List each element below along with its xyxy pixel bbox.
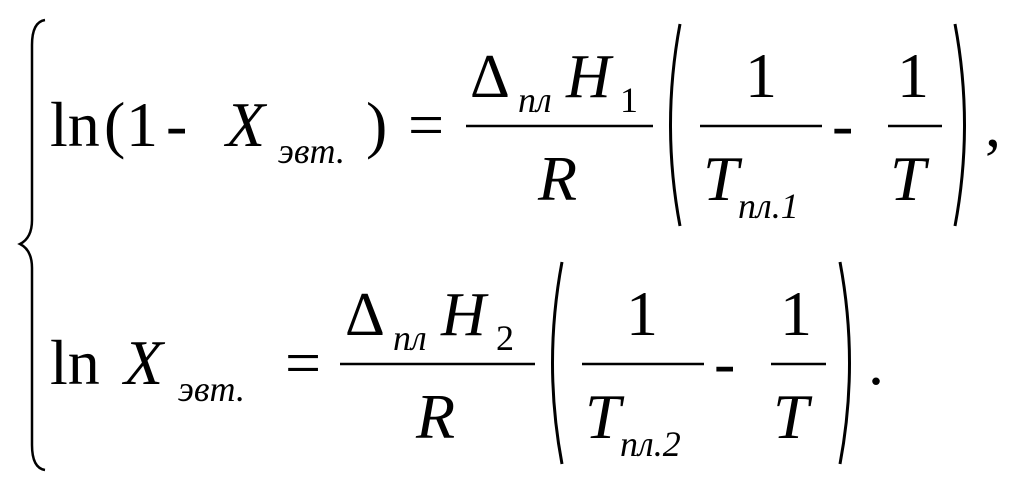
x-sub-1: эвт. [278, 131, 345, 171]
one-1: 1 [126, 89, 158, 160]
equation-line-1: ln ( 1 - X эвт. ) = Δ пл H 1 R 1 T пл.1 … [50, 23, 1001, 227]
r-var-2: R [415, 381, 455, 452]
frac2-num-2: 1 [780, 278, 812, 349]
left-brace [17, 18, 46, 472]
equals-2: = [285, 327, 321, 398]
open-paren-1: ( [104, 89, 125, 160]
delta-sub-1: пл [518, 80, 552, 120]
h-var-2: H [440, 281, 489, 349]
r-var-1: R [537, 143, 577, 214]
h-sub-1: 1 [620, 80, 638, 120]
t-sub-1: пл.1 [738, 186, 799, 226]
big-right-paren-2 [838, 261, 851, 465]
x-var-1: X [223, 89, 268, 160]
x-sub-2: эвт. [178, 369, 245, 409]
period-2: . [868, 327, 884, 398]
big-left-paren-2 [551, 261, 564, 465]
equation-line-2: ln X эвт. = Δ пл H 2 R 1 T пл.2 - 1 T . [50, 261, 884, 465]
x-var-2: X [121, 327, 166, 398]
h-var-1: H [565, 43, 614, 111]
delta-sub-2: пл [393, 318, 427, 358]
minus-2: - [832, 89, 853, 160]
ln-1: ln [50, 89, 100, 160]
big-left-paren-1 [669, 23, 682, 227]
h-sub-2: 2 [496, 318, 514, 358]
frac2-num-1: 1 [897, 40, 929, 111]
frac1-num-1: 1 [745, 40, 777, 111]
t-var-1: T [703, 143, 743, 214]
ln-2: ln [50, 327, 100, 398]
delta-2: Δ [345, 281, 385, 349]
minus-3: - [714, 327, 735, 398]
comma-1: , [985, 89, 1001, 160]
t-var-2: T [585, 381, 625, 452]
frac1-num-2: 1 [626, 278, 658, 349]
minus-1: - [166, 89, 187, 160]
t-sub-2: пл.2 [620, 424, 681, 464]
big-right-paren-1 [953, 23, 966, 227]
equals-1: = [408, 89, 444, 160]
t2-var-1: T [890, 143, 930, 214]
t2-var-2: T [773, 381, 813, 452]
delta-1: Δ [470, 43, 510, 111]
close-paren-1: ) [366, 89, 387, 160]
